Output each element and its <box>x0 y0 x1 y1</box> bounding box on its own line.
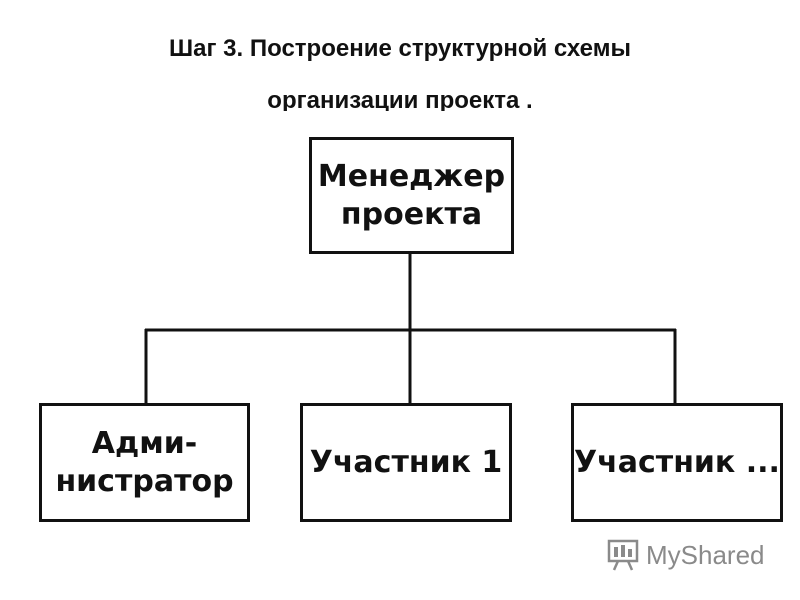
node-project-manager: Менеджер проекта <box>309 137 514 254</box>
myshared-watermark: MyShared <box>606 538 765 572</box>
node-administrator-label: Адми- нистратор <box>55 425 234 499</box>
slide-title-line-2: организации проекта . <box>267 87 533 111</box>
presentation-board-icon <box>607 539 639 571</box>
node-member-1: Участник 1 <box>300 403 512 522</box>
watermark-text: MyShared <box>646 539 765 570</box>
node-member-n-label: Участник ... <box>574 444 780 480</box>
node-member-1-label: Участник 1 <box>309 444 503 480</box>
node-project-manager-label: Менеджер проекта <box>317 158 506 232</box>
node-administrator: Адми- нистратор <box>39 403 250 522</box>
slide-title-line-1: Шаг 3. Построение структурной схемы <box>169 35 631 62</box>
node-member-n: Участник ... <box>571 403 783 522</box>
